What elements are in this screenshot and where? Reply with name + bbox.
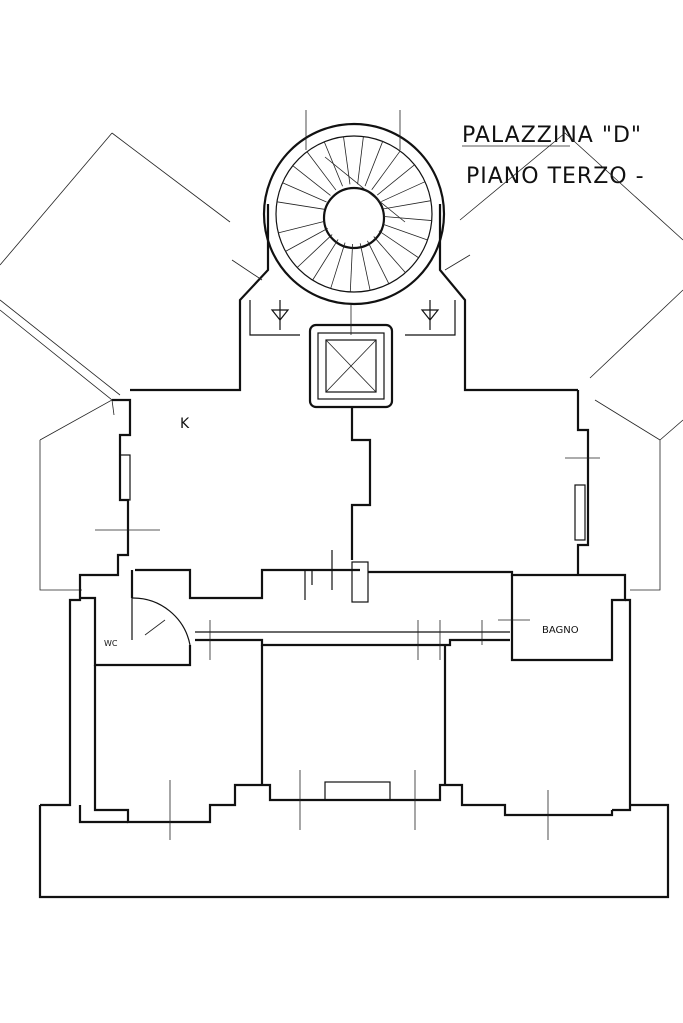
- stair-tread: [296, 234, 333, 268]
- label-wc: WC: [104, 639, 118, 648]
- spiral-staircase: [262, 110, 446, 306]
- stair-tread: [367, 240, 390, 284]
- stair-tread: [382, 223, 428, 241]
- wc-door-swing: [131, 597, 191, 646]
- stair-tread: [285, 228, 328, 252]
- floor-title: PIANO TERZO -: [466, 164, 645, 189]
- label-kitchen: K: [180, 416, 190, 432]
- stair-tread: [349, 243, 353, 292]
- stair-tread: [373, 236, 406, 273]
- stair-tread: [282, 182, 327, 203]
- stair-tread: [306, 151, 337, 191]
- elevator-shaft: [308, 305, 394, 409]
- stair-tread: [371, 150, 401, 191]
- stair-tread: [357, 136, 364, 185]
- terrace-left: [0, 132, 231, 591]
- stair-tread: [312, 239, 339, 281]
- stair-tread: [359, 243, 371, 291]
- stair-tread: [292, 165, 331, 196]
- terrace-right: [459, 132, 683, 591]
- label-bath: BAGNO: [542, 625, 579, 636]
- stair-tread: [377, 164, 415, 196]
- stair-tread: [383, 216, 432, 221]
- terrace-bottom: [38, 803, 670, 899]
- stair-tread: [383, 200, 431, 210]
- stair-tread: [364, 141, 384, 187]
- main-walls: [40, 390, 632, 840]
- stair-tread: [276, 201, 325, 210]
- stair-tread: [330, 242, 346, 289]
- stair-tread: [278, 220, 325, 234]
- stair-hall: [130, 204, 578, 392]
- stair-tread: [381, 181, 426, 202]
- stair-tread: [343, 136, 351, 185]
- stair-tread: [378, 230, 419, 259]
